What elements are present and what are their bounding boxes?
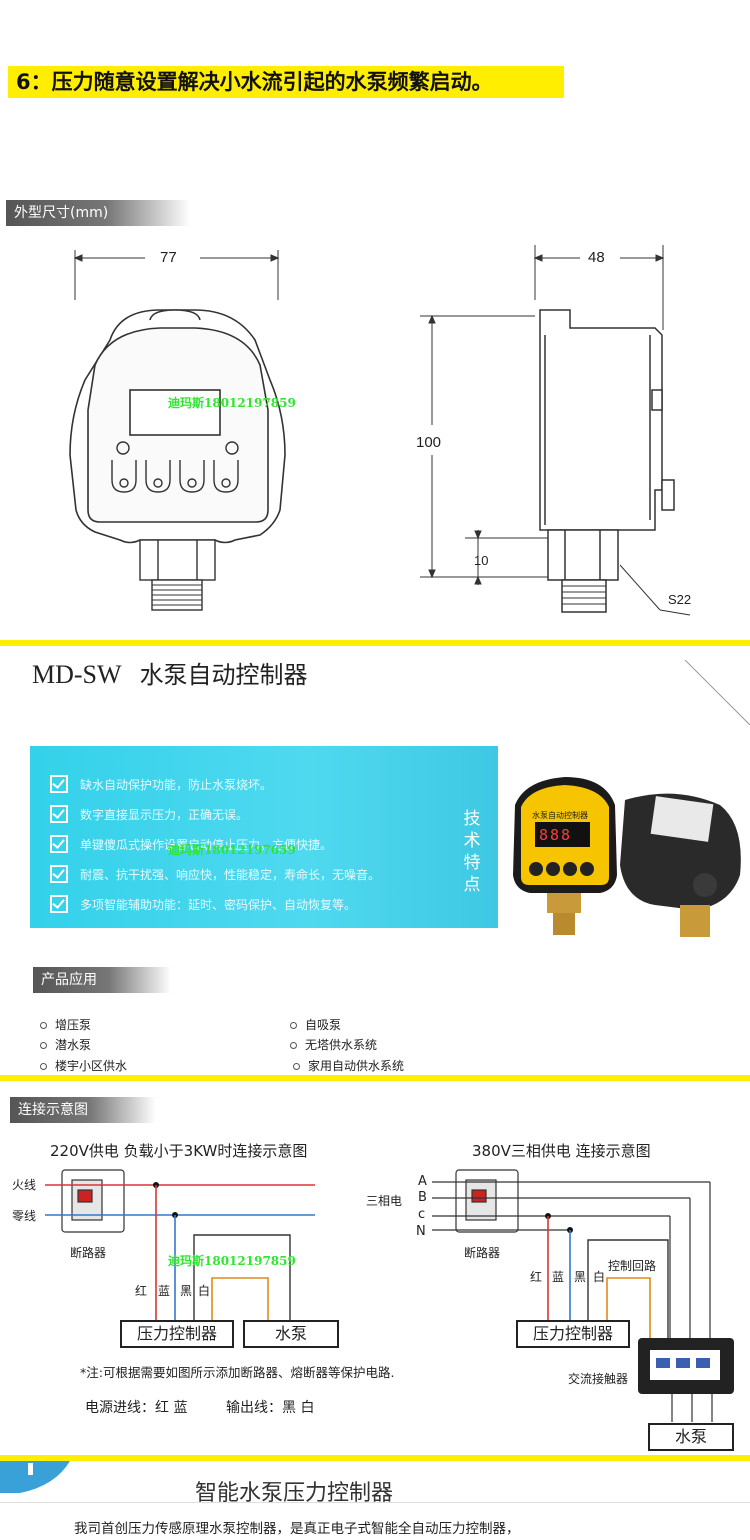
depth-dim-value: 48 [588,249,605,266]
section-divider [0,1455,750,1461]
check-icon [50,835,68,853]
neutral-wire-label: 零线 [12,1209,37,1223]
output-text: 输出线：黑 白 [226,1400,315,1416]
wiring-diagram [45,1169,734,1422]
side-label-char: 特 [463,853,481,873]
product-name: 水泵自动控制器 [139,661,308,689]
check-icon [50,775,68,793]
wire-color-white: 白 [198,1284,211,1298]
controller-box: 压力控制器 [516,1320,630,1348]
wiring-note: *注:可根据需要如图所示添加断路器、熔断器等保护电路. [80,1365,395,1380]
application-item: 家用自动供水系统 [293,1057,404,1074]
watermark-text: 迪玛斯18012197859 [168,1254,296,1268]
dimension-label: 外型尺寸(mm) [6,200,190,226]
wire-color-black: 黑 [180,1284,193,1298]
hex-dim-value: S22 [668,592,692,607]
control-loop-label: 控制回路 [608,1259,657,1273]
product-title: MD-SW 水泵自动控制器 [32,655,308,690]
section-divider [0,1075,750,1081]
phase-c: c [418,1207,426,1222]
application-item: 自吸泵 [290,1016,341,1033]
side-label-char: 技 [463,809,481,829]
side-label-char: 点 [463,875,481,895]
wire-color-white: 白 [593,1270,606,1284]
contactor-label: 交流接触器 [568,1372,629,1386]
check-icon [50,865,68,883]
wire-color-red: 红 [135,1284,148,1298]
wire-color-blue: 蓝 [552,1270,565,1284]
device-label: 水泵自动控制器 [532,811,588,820]
watermark-text: 迪玛斯18012197859 [168,396,296,410]
pump-box: 水泵 [243,1320,339,1348]
breaker-right-label: 断路器 [464,1246,501,1260]
three-phase-label: 三相电 [366,1194,403,1208]
phase-n: N [416,1224,426,1239]
phase-b: B [418,1190,427,1205]
feature-panel: 缺水自动保护功能，防止水泵烧坏。 数字直接显示压力，正确无误。 单键傻瓜式操作设… [30,746,498,928]
section-divider [0,640,750,646]
bottom-title: 智能水泵压力控制器 [195,1481,394,1506]
pump-box: 水泵 [648,1423,734,1451]
breaker-left-label: 断路器 [70,1246,107,1260]
wiring-right-title: 380V三相供电 连接示意图 [472,1142,651,1160]
feature-item: 数字直接显示压力，正确无误。 [80,808,249,822]
headline-banner: 6：压力随意设置解决小水流引起的水泵频繁启动。 [8,66,564,98]
power-in-text: 电源进线：红 蓝 [85,1400,188,1416]
dimension-drawing [69,245,691,616]
feature-item: 缺水自动保护功能，防止水泵烧坏。 [80,778,273,792]
width-dim-value: 77 [160,249,177,266]
thread-dim-value: 10 [474,553,489,568]
watermark-text: 迪玛斯18012197659 [168,843,296,857]
bottom-text: 我司首创压力传感原理水泵控制器，是真正电子式智能全自动压力控制器， [74,1521,520,1537]
blue-corner-shape [0,1461,70,1493]
controller-box: 压力控制器 [120,1320,234,1348]
application-item: 无塔供水系统 [290,1036,377,1053]
check-icon [50,895,68,913]
application-item: 增压泵 [40,1016,91,1033]
height-dim-value: 100 [416,434,442,451]
feature-item: 多项智能辅助功能：延时、密码保护、自动恢复等。 [80,898,357,912]
divider [0,1502,750,1503]
corner-decoration [684,660,750,726]
side-label-char: 术 [463,831,481,851]
check-icon [50,805,68,823]
feature-item: 单键傻瓜式操作设置启动停止压力，方便快捷。 [80,838,333,852]
phase-a: A [418,1174,427,1189]
applications-label: 产品应用 [33,967,171,993]
wiring-left-title: 220V供电 负载小于3KW时连接示意图 [50,1142,308,1160]
application-item: 楼宇小区供水 [40,1057,127,1074]
wire-color-blue: 蓝 [158,1284,171,1298]
product-model: MD-SW [32,660,122,689]
application-item: 潜水泵 [40,1036,91,1053]
fire-wire-label: 火线 [12,1178,37,1192]
wiring-label: 连接示意图 [10,1097,156,1123]
feature-item: 耐震、抗干扰强、响应快，性能稳定，寿命长，无噪音。 [80,868,381,882]
product-photo [513,777,741,937]
device-display: 888 [539,826,573,844]
wire-color-red: 红 [530,1270,543,1284]
wire-color-black: 黑 [574,1270,587,1284]
